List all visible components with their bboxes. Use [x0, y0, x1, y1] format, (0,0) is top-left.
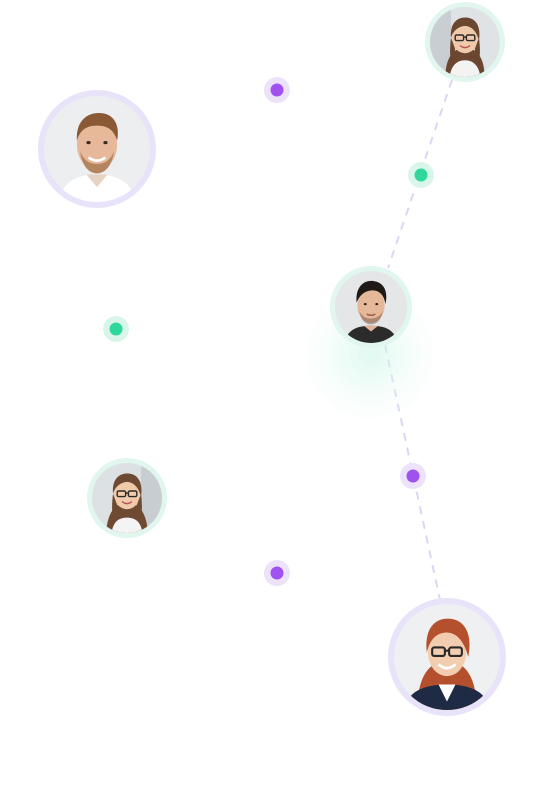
- woman-redhead-glasses-portrait-icon: [394, 604, 500, 710]
- connection-dot: [264, 77, 290, 103]
- connection-dot: [400, 463, 426, 489]
- woman-glasses-portrait-icon: [92, 463, 162, 533]
- avatar: [388, 598, 506, 733]
- avatar: [425, 2, 505, 94]
- connection-dot: [408, 162, 434, 188]
- avatar: [38, 90, 156, 225]
- avatar: [330, 266, 412, 348]
- avatar: [87, 458, 167, 550]
- man-chef-portrait-icon: [44, 96, 150, 202]
- woman-glasses-portrait-icon: [430, 7, 500, 77]
- connection-dot: [103, 316, 129, 342]
- connection-dot: [264, 560, 290, 586]
- man-dark-hair-portrait-icon: [335, 271, 407, 343]
